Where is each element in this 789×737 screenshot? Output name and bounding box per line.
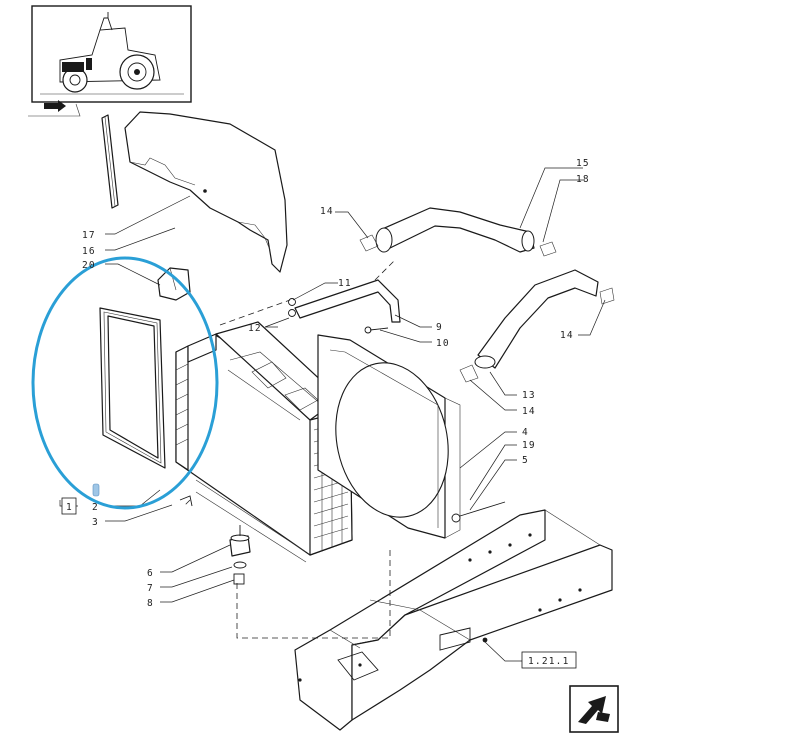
rubber-mount-part [179,495,251,585]
lower-hose-part [459,269,615,383]
callout-14-lower: 14 [522,406,536,417]
callout-20: 20 [82,260,96,271]
callout-14-top: 14 [320,206,334,217]
callout-box-1 [61,497,77,515]
tractor-location-icon [31,5,192,103]
callout-3: 3 [92,517,99,528]
seal-strip-part [101,114,119,209]
bolt-part [451,501,506,523]
nav-arrow-icon[interactable] [28,100,81,117]
seal-marker [92,483,100,497]
callout-16: 16 [82,246,96,257]
callout-11: 11 [338,278,352,289]
dashed-guide-lines [184,259,396,639]
highlight-circle [31,256,219,510]
foam-block-part [157,267,191,301]
callout-labels: 15 18 14 11 12 9 10 14 17 16 20 13 14 4 … [66,158,590,667]
upper-hose-part [359,207,557,257]
chassis-frame-part [294,509,613,731]
next-page-arrow-icon[interactable] [569,685,619,733]
callout-9: 9 [436,322,443,333]
callout-10: 10 [436,338,450,349]
callout-15: 15 [576,158,590,169]
support-bracket-part [288,279,401,334]
fan-shroud-part [317,334,461,539]
hood-cover-part [124,111,288,273]
callout-14-right: 14 [560,330,574,341]
callout-box-ref [521,651,577,669]
rubber-seal-frame-part [99,307,166,469]
leader-lines [59,167,606,662]
callout-19: 19 [522,440,536,451]
callout-7: 7 [147,583,154,594]
callout-5: 5 [522,455,529,466]
callout-13: 13 [522,390,536,401]
callout-ref-1-21-1[interactable]: 1.21.1 [528,656,570,667]
callout-8: 8 [147,598,154,609]
callout-6: 6 [147,568,154,579]
callout-1: 1 [66,502,73,513]
callout-17: 17 [82,230,96,241]
callout-18: 18 [576,174,590,185]
callout-12: 12 [248,323,262,334]
callout-4: 4 [522,427,529,438]
callout-2: 2 [92,502,99,513]
